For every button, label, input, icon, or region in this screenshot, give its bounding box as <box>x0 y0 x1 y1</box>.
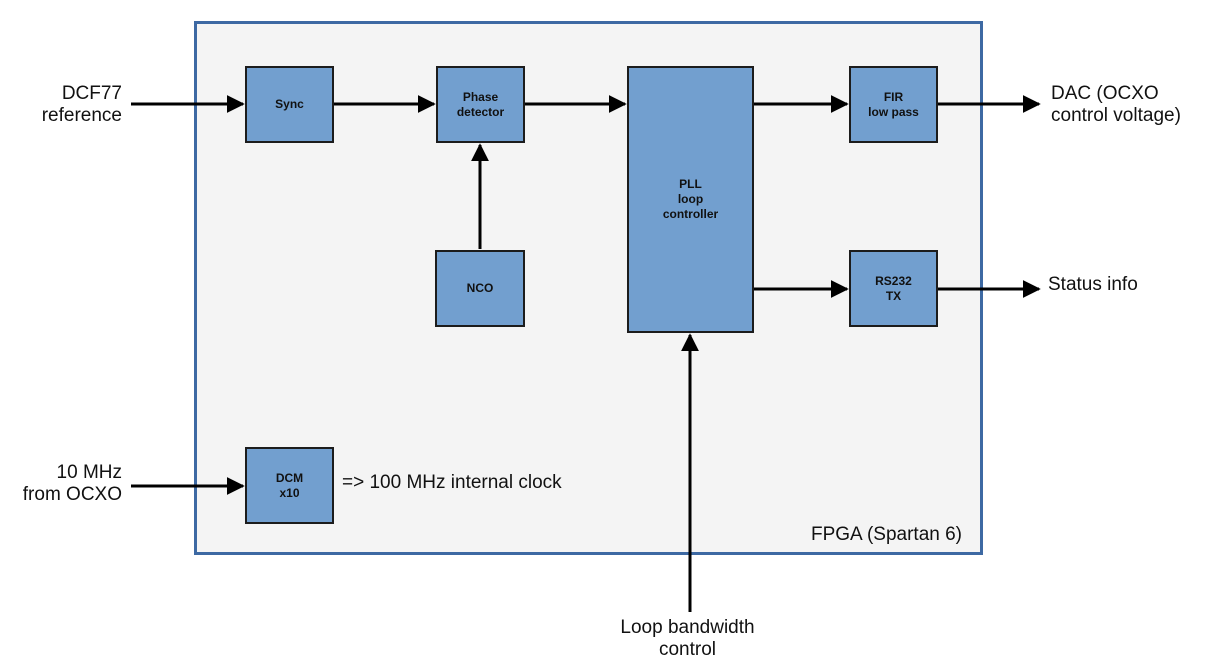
dcm-label-line-2: x10 <box>279 485 300 500</box>
rs232-tx-block: RS232 TX <box>849 250 938 327</box>
dcf77-label-line-2: reference <box>41 105 122 126</box>
10mhz-from-ocxo-label: 10 MHz from OCXO <box>23 462 122 506</box>
phase-detector-block: Phase detector <box>436 66 525 143</box>
fpga-frame-label: FPGA (Spartan 6) <box>811 524 963 545</box>
nco-block: NCO <box>435 250 525 327</box>
status-info-label: Status info <box>1048 274 1138 296</box>
loop-bandwidth-control-label: Loop bandwidth control <box>600 617 775 661</box>
dac-label-line-2: control voltage) <box>1051 105 1181 126</box>
pll-label-line-2: loop <box>677 192 704 206</box>
dac-label-line-1: DAC (OCXO <box>1051 83 1159 104</box>
phase-detector-label-line-1: Phase <box>462 89 499 104</box>
status-info-text: Status info <box>1048 274 1138 295</box>
10mhz-label-line-2: from OCXO <box>22 484 122 505</box>
dcf77-reference-label: DCF77 reference <box>42 83 122 127</box>
pll-label-line-3: controller <box>662 207 719 221</box>
rs232-label-line-2: TX <box>885 288 902 303</box>
dcm-label-line-1: DCM <box>275 470 304 485</box>
phase-detector-label-line-2: detector <box>456 104 505 119</box>
internal-clock-annotation: => 100 MHz internal clock <box>342 472 562 493</box>
dcf77-label-line-1: DCF77 <box>61 83 122 104</box>
dcm-block: DCM x10 <box>245 447 334 524</box>
dac-output-label: DAC (OCXO control voltage) <box>1051 83 1181 127</box>
sync-block: Sync <box>245 66 334 143</box>
loop-bandwidth-label-line-2: control <box>658 639 717 660</box>
fir-label-line-2: low pass <box>868 104 919 119</box>
rs232-label-line-1: RS232 <box>875 273 912 288</box>
sync-block-label: Sync <box>275 97 304 111</box>
nco-block-label: NCO <box>466 281 494 295</box>
fir-label-line-1: FIR <box>883 89 904 104</box>
fir-low-pass-block: FIR low pass <box>849 66 938 143</box>
pll-label-line-1: PLL <box>679 177 702 191</box>
pll-loop-controller-block: PLL loop controller <box>627 66 754 333</box>
10mhz-label-line-1: 10 MHz <box>56 462 122 483</box>
loop-bandwidth-label-line-1: Loop bandwidth <box>620 617 755 638</box>
